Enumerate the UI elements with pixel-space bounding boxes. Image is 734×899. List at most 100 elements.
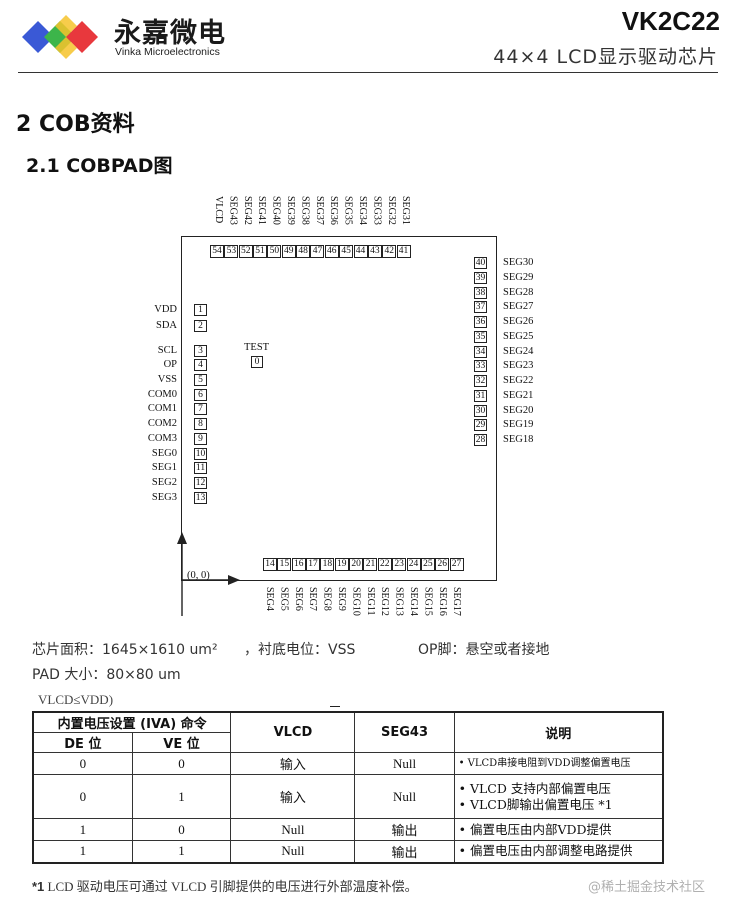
header-vlcd: VLCD (230, 711, 356, 753)
bottom-pin-label: SEG12 (379, 587, 391, 616)
bottom-pad: 20 (349, 558, 364, 571)
right-pin-label: SEG19 (503, 419, 534, 431)
ve-cell: 0 (131, 752, 232, 775)
test-pad: 0 (251, 356, 263, 368)
bottom-pin-label: SEG16 (436, 587, 448, 616)
header-iva-command: 内置电压设置 (IVA) 命令 (32, 711, 232, 733)
bottom-pin-label: SEG13 (393, 587, 405, 616)
bottom-pin-label: SEG8 (321, 587, 333, 611)
header-ve-bit: VE 位 (131, 732, 232, 753)
left-pad: 12 (194, 477, 207, 489)
bottom-pad: 23 (392, 558, 407, 571)
left-pin-label: OP (163, 359, 177, 370)
right-pin-label: SEG24 (503, 345, 534, 357)
left-pad: 5 (194, 374, 207, 386)
description-line: • 偏置电压由内部调整电路提供 (458, 843, 633, 859)
ve-cell: 1 (131, 774, 232, 819)
bottom-pin-label: SEG15 (422, 587, 434, 616)
right-pin-label: SEG26 (503, 316, 534, 327)
left-pin-label: SCL (157, 345, 177, 356)
right-pin-label: SEG22 (503, 375, 534, 386)
right-pin-label: SEG29 (503, 271, 534, 283)
bottom-pad: 24 (406, 558, 421, 571)
right-pin-label: SEG20 (503, 404, 534, 416)
bottom-pin-label: SEG6 (292, 587, 304, 611)
bottom-pad: 19 (334, 558, 349, 571)
top-pin-label: SEG33 (371, 196, 383, 225)
header-seg43: SEG43 (354, 711, 455, 753)
right-pad: 37 (474, 301, 487, 314)
right-pad: 33 (474, 360, 487, 373)
bottom-pad: 26 (435, 558, 450, 571)
substrate-potential: ，衬底电位：VSS (244, 642, 356, 658)
right-pin-label: SEG30 (503, 257, 534, 268)
top-pin-label: SEG40 (270, 196, 282, 225)
right-pad: 32 (474, 375, 487, 387)
top-pad: 49 (281, 245, 296, 258)
left-pin-label: COM1 (147, 403, 177, 414)
logo-english-name: Vinka Microelectronics (115, 46, 220, 58)
header-description: 说明 (453, 711, 664, 753)
left-pin-label: COM2 (147, 418, 177, 429)
bottom-pad: 16 (291, 558, 306, 571)
right-pin-label: SEG18 (503, 434, 534, 445)
iva-setting-table: 内置电压设置 (IVA) 命令 VLCD SEG43 说明 DE 位 VE 位 … (32, 711, 664, 864)
bottom-pin-label: SEG5 (278, 587, 290, 611)
bottom-pin-label: SEG9 (336, 587, 347, 611)
seg43-cell: Null (354, 752, 455, 775)
left-pad: 1 (194, 304, 207, 316)
right-pad: 38 (474, 286, 487, 299)
seg43-cell: 输出 (354, 840, 455, 863)
top-pad: 51 (253, 245, 268, 258)
right-pad: 28 (474, 434, 487, 446)
top-pin-label: SEG36 (328, 196, 340, 225)
description-line: • 偏置电压由内部VDD提供 (458, 821, 612, 837)
top-pin-label: SEG39 (285, 196, 296, 225)
bottom-pin-label: SEG10 (350, 587, 362, 616)
left-pad: 11 (194, 462, 207, 474)
vlcd-cell: 输入 (230, 752, 356, 775)
left-pin-label: SEG3 (151, 492, 177, 503)
right-pin-label: SEG28 (503, 286, 534, 298)
left-pad: 8 (194, 418, 207, 430)
section-title: 2 COB资料 (16, 112, 135, 137)
description-line: • VLCD 支持内部偏置电压 (458, 780, 611, 796)
left-pad: 3 (194, 345, 207, 357)
top-pin-label: SEG41 (256, 196, 268, 225)
left-pad: 4 (194, 359, 207, 371)
top-pin-label: SEG43 (227, 196, 239, 225)
left-pad: 10 (194, 448, 207, 460)
left-pin-label: COM3 (147, 433, 177, 444)
de-cell: 1 (32, 840, 133, 863)
description-cell: • 偏置电压由内部调整电路提供 (453, 840, 664, 863)
top-pad: 45 (339, 245, 354, 258)
bottom-pin-label: SEG14 (408, 587, 419, 616)
caption-underline (330, 706, 340, 707)
top-pad: 43 (367, 245, 382, 258)
left-pad: 2 (194, 320, 207, 332)
bottom-pad: 25 (420, 558, 435, 571)
top-pad: 44 (353, 245, 368, 258)
op-pin-note: OP脚：悬空或者接地 (418, 642, 550, 658)
chip-area: 芯片面积：1645×1610 um² (32, 642, 218, 658)
pad-size: PAD 大小：80×80 um (32, 667, 181, 683)
description-cell: • 偏置电压由内部VDD提供 (453, 818, 664, 841)
bottom-pin-label: SEG11 (364, 587, 376, 616)
bottom-pad: 15 (277, 558, 292, 571)
right-pin-label: SEG21 (503, 389, 534, 401)
description-cell: • VLCD串接电阻到VDD调整偏置电压 (453, 752, 664, 775)
right-pad: 40 (474, 257, 487, 269)
left-pad: 7 (194, 403, 207, 415)
top-pin-label: SEG38 (299, 196, 311, 225)
test-label: TEST (244, 342, 270, 353)
top-pin-label: SEG35 (342, 196, 354, 225)
right-pin-label: SEG23 (503, 360, 534, 372)
description-line: • VLCD脚输出偏置电压 *1 (458, 796, 613, 812)
ve-cell: 0 (131, 818, 232, 841)
bottom-pad: 21 (363, 558, 378, 571)
top-pad: 46 (324, 245, 339, 258)
